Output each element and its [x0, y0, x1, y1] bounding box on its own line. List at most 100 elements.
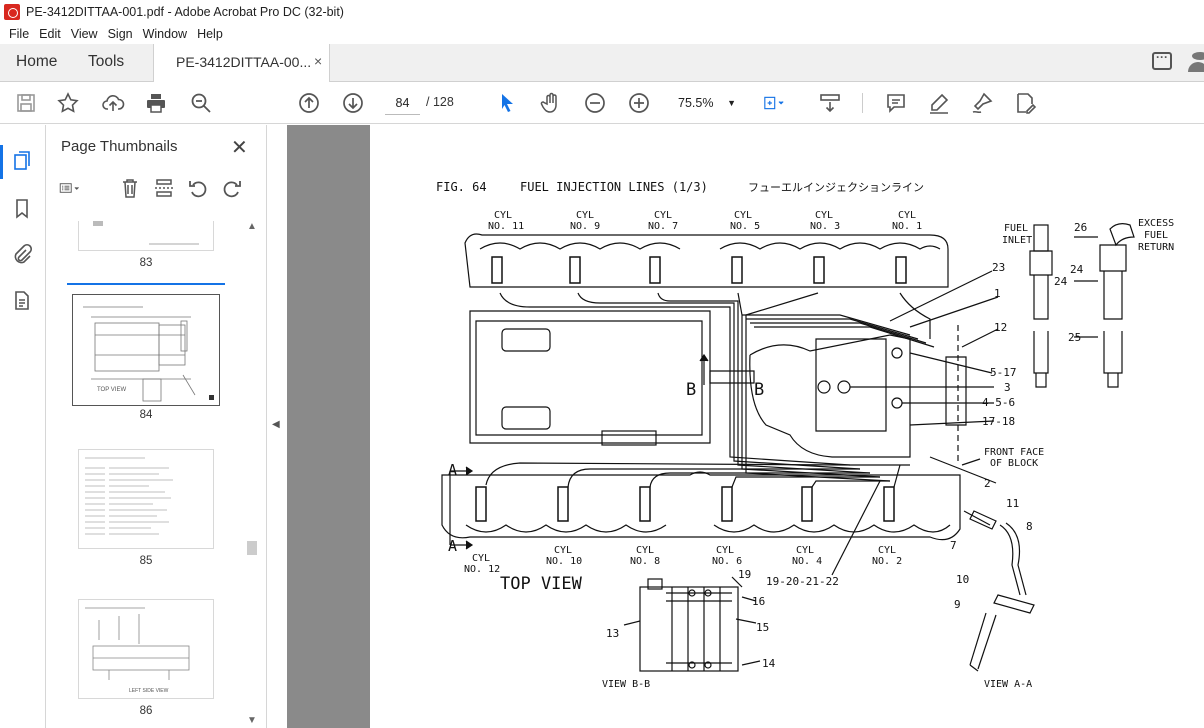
save-icon[interactable]	[14, 91, 38, 115]
panel-title: Page Thumbnails	[61, 138, 178, 155]
section-b-label: B	[754, 380, 764, 400]
cyl-label: CYL	[716, 545, 734, 556]
tab-home[interactable]: Home	[16, 53, 58, 70]
thumbnail-label: 84	[139, 409, 153, 421]
cyl-label: NO. 5	[730, 221, 760, 232]
cyl-label: NO. 3	[810, 221, 840, 232]
thumbnail-options-icon[interactable]	[59, 177, 95, 199]
page-number-input[interactable]: 84	[385, 91, 420, 115]
comment-bubble-icon[interactable]	[1152, 50, 1172, 70]
thumbnail-page-83[interactable]	[78, 221, 214, 251]
attachments-paperclip-icon[interactable]	[11, 243, 33, 265]
tab-bar: Home Tools PE-3412DITTAA-00... ×	[0, 44, 1204, 82]
edit-pdf-icon[interactable]	[1013, 91, 1037, 115]
callout-numbers: 23 1 12 5-17 3 4-5-6 17-18 2 26 24 24 25…	[606, 221, 1087, 670]
callout: 26	[1074, 221, 1087, 234]
tab-close-button[interactable]: ×	[314, 53, 323, 69]
callout: 8	[1026, 520, 1033, 533]
rotate-right-icon[interactable]	[221, 177, 243, 199]
navigation-rail	[0, 125, 46, 728]
menu-edit[interactable]: Edit	[39, 27, 61, 41]
user-account-icon[interactable]	[1188, 52, 1204, 72]
zoom-out-icon[interactable]	[583, 91, 607, 115]
callout: 12	[994, 321, 1007, 334]
thumbnail-page-86[interactable]: LEFT SIDE VIEW	[78, 599, 214, 699]
panel-collapse-strip[interactable]: ◀	[267, 125, 287, 728]
menu-file[interactable]: File	[9, 27, 30, 41]
callout: 19	[738, 568, 751, 581]
scroll-mode-icon[interactable]	[818, 91, 842, 115]
thumbnail-label: 83	[139, 257, 153, 269]
cyl-label: NO. 12	[464, 564, 500, 575]
callout: 16	[752, 595, 765, 608]
hand-tool-icon[interactable]	[539, 91, 563, 115]
callout: 13	[606, 627, 619, 640]
figure-labels: FUEL INLET EXCESS FUEL RETURN FRONT FACE…	[448, 218, 1174, 690]
next-page-icon[interactable]	[341, 91, 365, 115]
section-a-label: A	[448, 461, 457, 479]
bookmark-star-icon[interactable]	[56, 91, 80, 115]
thumbnail-label: 86	[139, 705, 153, 717]
svg-text:LEFT SIDE VIEW: LEFT SIDE VIEW	[129, 688, 169, 694]
pdf-page: FIG. 64 FUEL INJECTION LINES (1/3) フューエル…	[370, 125, 1204, 728]
zoom-level-value: 75.5%	[678, 96, 714, 110]
select-cursor-icon[interactable]	[495, 91, 519, 115]
previous-page-icon[interactable]	[297, 91, 321, 115]
cyl-label: NO. 7	[648, 221, 678, 232]
zoom-level-select[interactable]: 75.5% ▼	[672, 91, 740, 115]
cyl-label: CYL	[898, 210, 916, 221]
comment-icon[interactable]	[884, 91, 908, 115]
extract-page-icon[interactable]	[153, 177, 175, 199]
upload-cloud-icon[interactable]	[101, 91, 125, 115]
callout: 2	[984, 477, 991, 490]
view-b-b-label: VIEW B-B	[602, 679, 650, 690]
delete-page-icon[interactable]	[119, 177, 141, 199]
cyl-label: NO. 2	[872, 556, 902, 567]
sign-pen-icon[interactable]	[970, 91, 994, 115]
document-viewport[interactable]: FIG. 64 FUEL INJECTION LINES (1/3) フューエル…	[287, 125, 1204, 728]
scroll-up-arrow-icon[interactable]: ▲	[247, 221, 257, 232]
fuel-fittings	[1029, 223, 1135, 388]
highlight-pen-icon[interactable]	[927, 91, 951, 115]
fit-page-icon[interactable]	[762, 91, 796, 115]
thumbnails-scrollbar[interactable]: ▲ ▼	[245, 221, 259, 728]
document-properties-icon[interactable]	[11, 289, 33, 311]
tab-tools[interactable]: Tools	[88, 53, 125, 70]
tab-document-label: PE-3412DITTAA-00...	[176, 54, 312, 70]
close-icon[interactable]: ✕	[231, 137, 248, 159]
cyl-label: CYL	[654, 210, 672, 221]
thumbnail-toolbar	[57, 177, 257, 201]
callout: 10	[956, 573, 969, 586]
zoom-search-icon[interactable]	[189, 91, 213, 115]
tab-document[interactable]: PE-3412DITTAA-00... ×	[153, 44, 330, 82]
callout: 3	[1004, 381, 1011, 394]
menu-view[interactable]: View	[70, 27, 98, 41]
scrollbar-thumb[interactable]	[247, 541, 257, 555]
view-a-a-drawing	[963, 510, 1035, 672]
page-thumbnails-icon[interactable]	[11, 149, 33, 171]
zoom-in-icon[interactable]	[627, 91, 651, 115]
print-icon[interactable]	[144, 91, 168, 115]
callout: 9	[954, 598, 961, 611]
page-total: / 128	[426, 95, 454, 109]
menu-window[interactable]: Window	[142, 27, 188, 41]
collapse-left-icon[interactable]: ◀	[272, 419, 280, 430]
svg-text:TOP VIEW: TOP VIEW	[97, 387, 126, 393]
thumbnail-page-85[interactable]	[78, 449, 214, 549]
cyl-label: NO. 8	[630, 556, 660, 567]
thumbnail-page-84[interactable]: TOP VIEW	[72, 294, 220, 406]
window-title: PE-3412DITTAA-001.pdf - Adobe Acrobat Pr…	[26, 5, 344, 19]
front-face-label: OF BLOCK	[990, 458, 1038, 469]
cyl-label: NO. 1	[892, 221, 922, 232]
thumbnail-label: 85	[139, 555, 153, 567]
menu-help[interactable]: Help	[197, 27, 223, 41]
cyl-label: CYL	[472, 553, 490, 564]
menu-sign[interactable]: Sign	[107, 27, 133, 41]
rail-active-indicator	[0, 145, 3, 179]
scroll-down-arrow-icon[interactable]: ▼	[247, 715, 257, 726]
front-face-label: FRONT FACE	[984, 447, 1044, 458]
cyl-label: CYL	[576, 210, 594, 221]
figure-number: FIG. 64	[436, 180, 487, 194]
bookmarks-icon[interactable]	[11, 197, 33, 219]
rotate-left-icon[interactable]	[187, 177, 209, 199]
